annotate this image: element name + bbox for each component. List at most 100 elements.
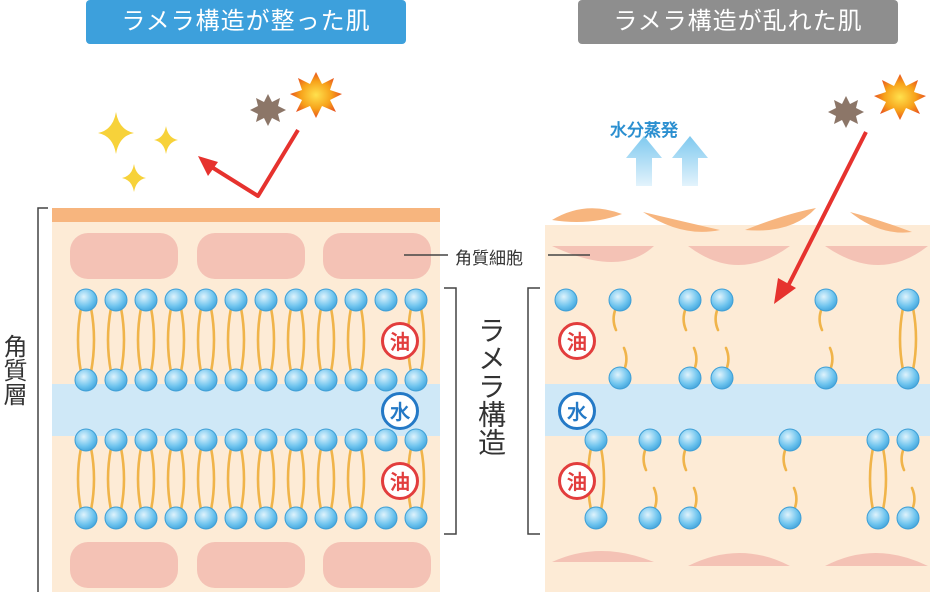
lipid-head xyxy=(866,428,890,452)
lipid-head xyxy=(584,506,608,530)
corneocyte xyxy=(70,233,178,279)
lipid-head xyxy=(344,288,368,312)
lipid-head xyxy=(194,368,218,392)
lipid-head xyxy=(814,288,838,312)
lipid-tail xyxy=(136,446,143,512)
lipid-tail xyxy=(239,306,246,374)
lipid-tail xyxy=(881,446,888,512)
corneocyte xyxy=(70,542,178,588)
lipid-tail xyxy=(868,446,875,512)
dust-icon xyxy=(250,94,286,126)
lipid-tail xyxy=(329,306,336,374)
lipid-head xyxy=(404,288,428,312)
water-badge: 水 xyxy=(558,392,596,430)
horny-layer-bracket xyxy=(37,207,48,592)
lipid-head xyxy=(896,288,920,312)
lipid-tail xyxy=(166,446,173,512)
lipid-head xyxy=(194,506,218,530)
corneocyte xyxy=(688,246,790,265)
lipid-tail xyxy=(359,446,366,512)
lipid-head xyxy=(778,428,802,452)
lipid-head xyxy=(74,506,98,530)
lipid-head xyxy=(344,428,368,452)
surface-flake xyxy=(850,212,912,233)
lipid-head xyxy=(224,428,248,452)
lipid-head xyxy=(896,428,920,452)
lipid-head xyxy=(710,366,734,390)
lipid-head xyxy=(74,368,98,392)
lipid-tail xyxy=(256,446,263,512)
lipid-head xyxy=(678,428,702,452)
lipid-tail xyxy=(346,306,353,374)
lipid-head xyxy=(896,366,920,390)
lipid-tail xyxy=(209,446,216,512)
title-healthy-skin: ラメラ構造が整った肌 xyxy=(86,0,406,44)
lipid-head xyxy=(164,428,188,452)
lipid-head xyxy=(284,288,308,312)
oil-badge: 油 xyxy=(558,462,596,500)
lipid-head xyxy=(134,368,158,392)
corneocyte xyxy=(197,542,305,588)
lipid-tail xyxy=(149,446,156,512)
lipid-head xyxy=(678,288,702,312)
water-band xyxy=(52,384,440,436)
lipid-head xyxy=(224,368,248,392)
lipid-tail xyxy=(239,446,246,512)
broken-lipid-bilayers xyxy=(554,288,920,530)
evaporation-label: 水分蒸発 xyxy=(610,121,678,141)
lipid-head xyxy=(74,288,98,312)
corneocyte xyxy=(552,246,654,262)
penetrating-uv-arrowhead xyxy=(774,278,796,304)
lipid-tail xyxy=(196,306,203,374)
lipid-head xyxy=(778,506,802,530)
lipid-head xyxy=(104,288,128,312)
lipid-head xyxy=(254,288,278,312)
sparkle-icon xyxy=(98,112,134,154)
lipid-head xyxy=(254,506,278,530)
lipid-head xyxy=(896,506,920,530)
lipid-tail xyxy=(166,306,173,374)
lipid-head xyxy=(554,288,578,312)
lipid-head xyxy=(314,506,338,530)
lipid-tail xyxy=(299,306,306,374)
lipid-head xyxy=(710,288,734,312)
lipid-tail xyxy=(89,446,96,512)
lipid-tail xyxy=(419,306,426,374)
lipid-tail xyxy=(179,446,186,512)
lipid-head xyxy=(678,506,702,530)
lipid-tail xyxy=(149,306,156,374)
lipid-head xyxy=(344,368,368,392)
lipid-head xyxy=(314,288,338,312)
corneocyte xyxy=(552,551,654,562)
lipid-bilayers xyxy=(74,288,428,530)
penetrating-uv-arrow xyxy=(784,131,868,291)
lipid-tail xyxy=(106,446,113,512)
lipid-head xyxy=(374,288,398,312)
lamellar-structure-label: ラメラ構造 xyxy=(474,316,507,456)
corneocyte xyxy=(688,553,790,566)
evaporation-arrow-icon xyxy=(626,136,662,186)
lipid-tail xyxy=(346,446,353,512)
lipid-tail xyxy=(269,446,276,512)
lipid-tail xyxy=(286,306,293,374)
lipid-head xyxy=(374,428,398,452)
lipid-head xyxy=(638,506,662,530)
lipid-tail xyxy=(299,446,306,512)
lipid-head xyxy=(284,506,308,530)
lipid-head xyxy=(404,368,428,392)
lipid-head xyxy=(104,368,128,392)
corneocyte xyxy=(825,553,928,566)
water-band xyxy=(545,384,930,436)
sun-icon xyxy=(874,74,926,120)
lipid-tail xyxy=(316,446,323,512)
lipid-head xyxy=(678,366,702,390)
lipid-tail xyxy=(316,306,323,374)
lipid-tail xyxy=(106,306,113,374)
surface-flake xyxy=(643,212,720,232)
lipid-tail xyxy=(419,446,426,512)
lipid-head xyxy=(74,428,98,452)
lipid-tail xyxy=(179,306,186,374)
lipid-head xyxy=(224,288,248,312)
lipid-head xyxy=(164,506,188,530)
